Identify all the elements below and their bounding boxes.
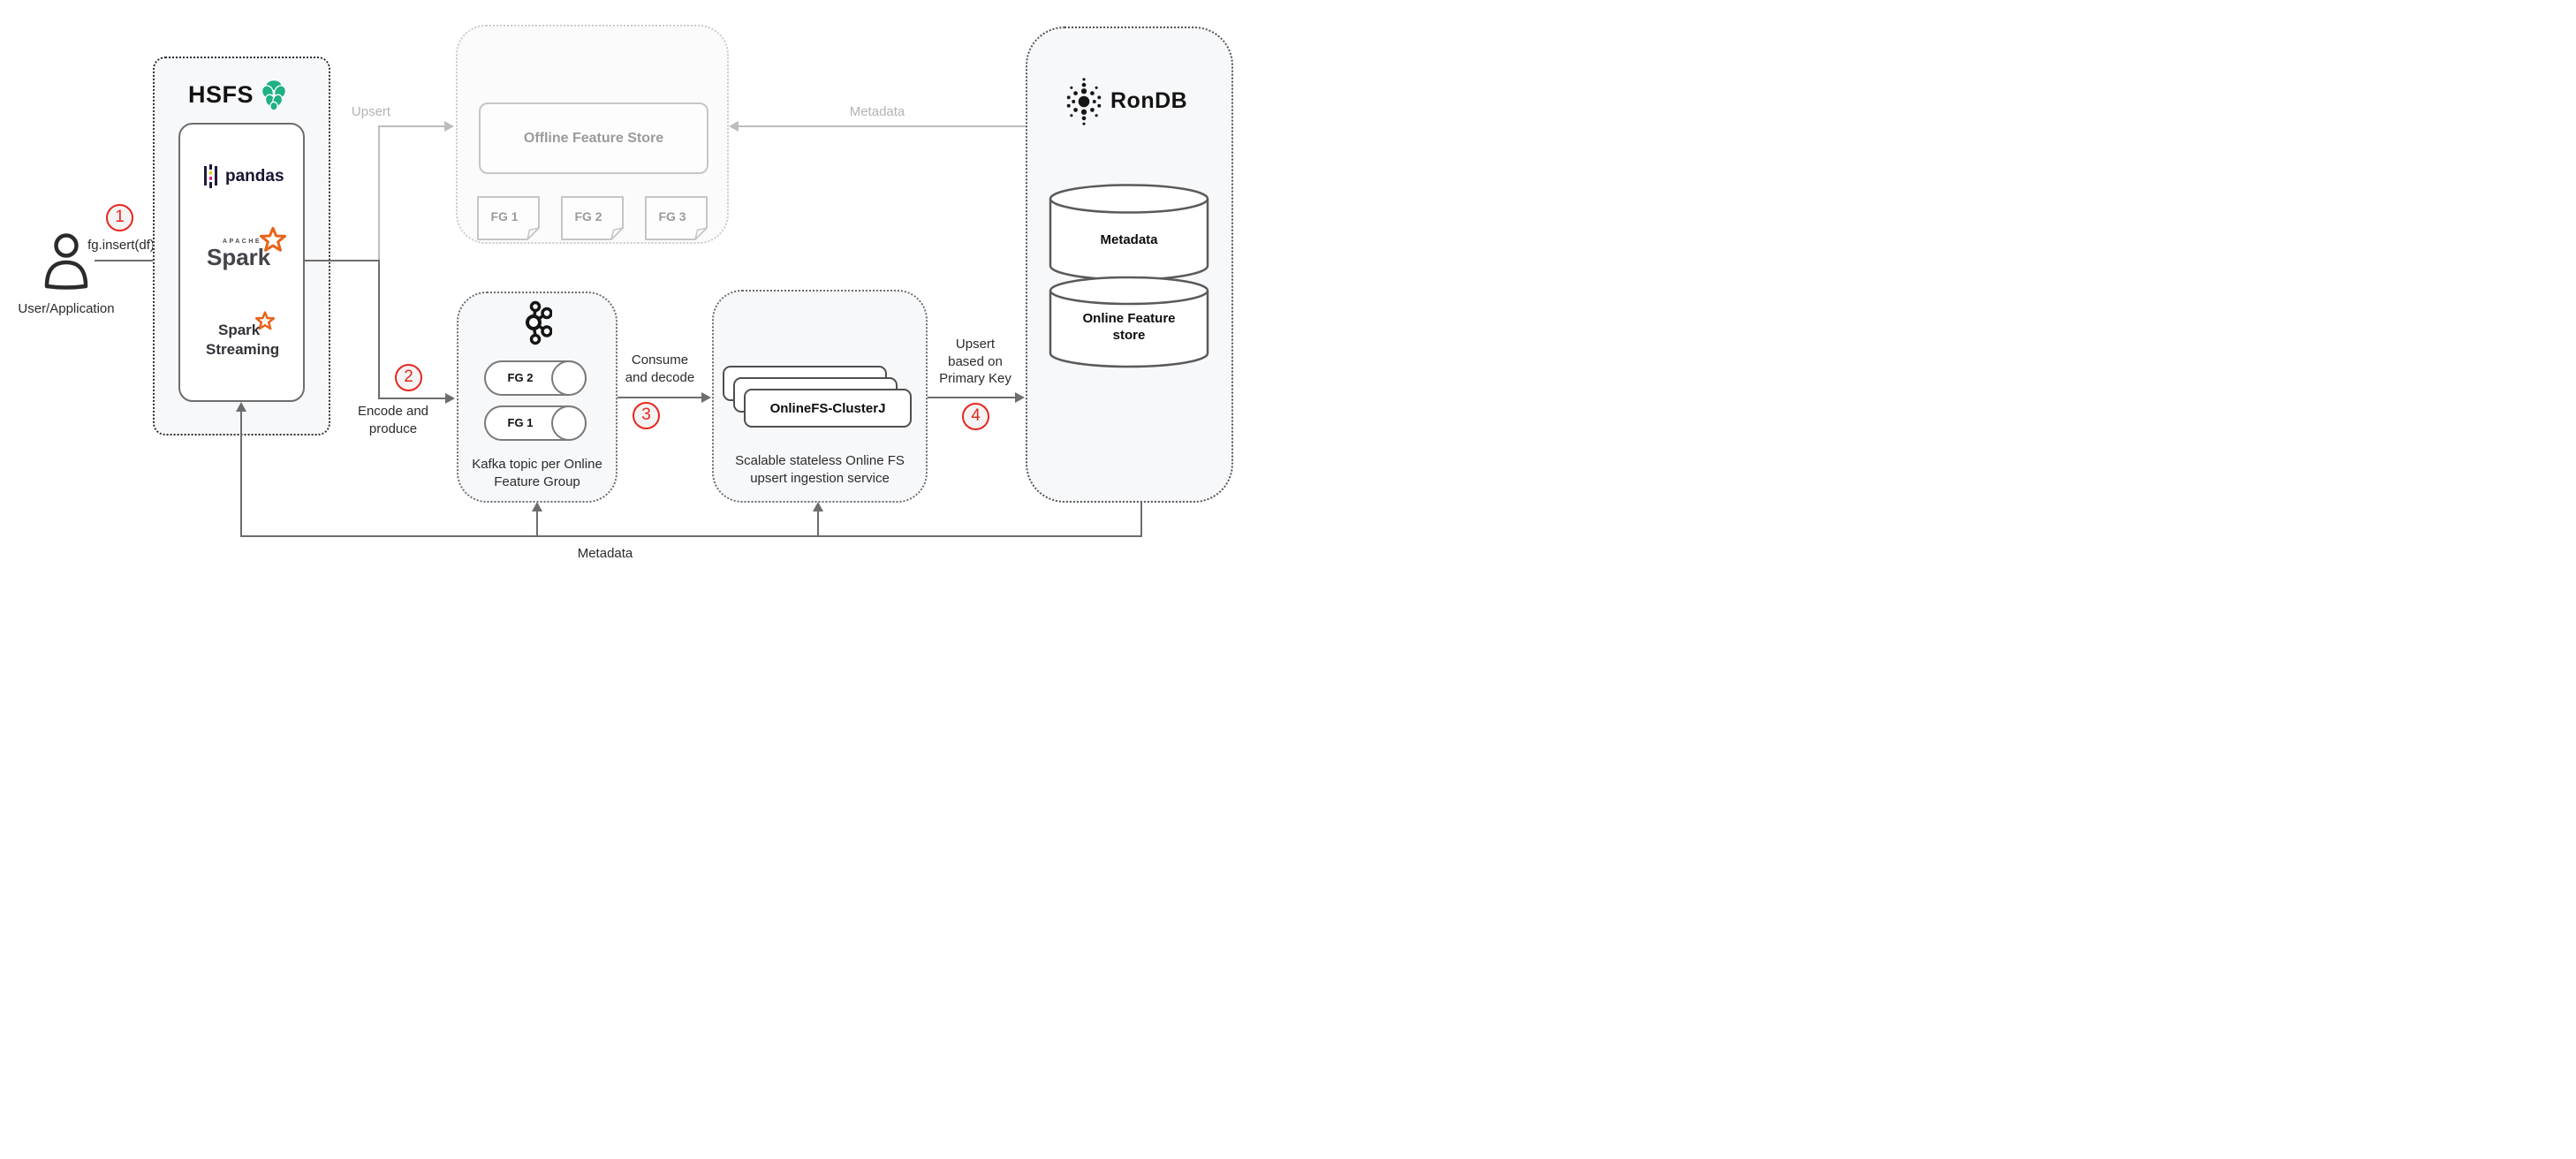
hsfs-header: HSFS <box>188 78 288 111</box>
step-4-badge: 4 <box>962 403 989 430</box>
rondb-onlinefs-label: Online Feature store <box>1082 311 1176 343</box>
rondb-logo-icon <box>1066 78 1102 125</box>
upsert-pk-label: Upsert based on Primary Key <box>939 337 1011 386</box>
arrowhead-upsert <box>444 121 454 132</box>
arrowhead-metadata-ingestion <box>813 502 823 511</box>
topic-end-circle <box>551 360 587 396</box>
upsert-label: Upsert <box>351 104 391 119</box>
spark-streaming-logo: Spark Streaming <box>206 311 284 369</box>
consume-decode-label: Consume and decode <box>625 352 695 385</box>
line-ingestion-to-rondb <box>928 397 1016 398</box>
onlinefs-card-label: OnlineFS-ClusterJ <box>769 400 886 416</box>
spark-streaming-label1: Spark <box>218 322 261 338</box>
topic-end-circle <box>551 405 587 441</box>
line-metadata-up-ingestion <box>817 511 819 537</box>
line-junction-down <box>378 260 380 399</box>
offline-feature-store-title: Offline Feature Store <box>523 130 664 146</box>
cylinder-icon <box>1049 276 1209 368</box>
kafka-topic-fg1: FG 1 <box>484 405 587 441</box>
spark-streaming-label2: Streaming <box>206 341 280 358</box>
rondb-onlinefs-cylinder: Online Feature store <box>1048 276 1210 369</box>
line-metadata-up-hsfs <box>240 411 242 537</box>
offline-fg3-label: FG 3 <box>658 209 686 223</box>
line-to-kafka <box>378 398 446 399</box>
hopsworks-logo-icon <box>261 79 287 111</box>
hsfs-title: HSFS <box>188 80 254 108</box>
kafka-topic-fg1-label: FG 1 <box>507 416 534 429</box>
pandas-mark-icon <box>204 164 217 188</box>
arrowhead-metadata-kafka <box>532 502 542 511</box>
fg-insert-label: fg.insert(df) <box>87 238 155 253</box>
rondb-metadata-cylinder: Metadata <box>1048 183 1210 282</box>
rondb-title: RonDB <box>1110 88 1188 113</box>
user-icon <box>44 233 88 290</box>
page-icon <box>645 196 708 240</box>
spark-label: Spark <box>207 244 271 270</box>
line-kafka-to-ingestion <box>617 397 702 398</box>
step-3-badge: 3 <box>633 402 660 429</box>
spark-apache-label: APACHE <box>223 239 262 245</box>
step-1-badge: 1 <box>106 204 133 231</box>
kafka-topic-fg2: FG 2 <box>484 360 587 396</box>
arrowhead-to-kafka <box>445 393 455 404</box>
user-label: User/Application <box>18 301 115 316</box>
kafka-icon <box>526 300 552 345</box>
line-upsert-right <box>378 125 445 127</box>
offline-fg2-card: FG 2 <box>561 196 624 240</box>
page-icon <box>561 196 624 240</box>
arrowhead-metadata-hsfs <box>236 402 246 412</box>
line-metadata-top <box>739 125 1026 127</box>
rondb-metadata-label: Metadata <box>1100 232 1158 247</box>
metadata-bottom-label: Metadata <box>577 546 633 561</box>
ingestion-caption: Scalable stateless Online FS upsert inge… <box>735 453 905 486</box>
offline-fg2-label: FG 2 <box>574 209 602 223</box>
line-metadata-up-kafka <box>536 511 538 537</box>
arrowhead-to-ingestion <box>701 392 711 403</box>
offline-fg1-label: FG 1 <box>490 209 519 223</box>
architecture-diagram: User/Application 1 fg.insert(df) HSFS <box>0 0 1288 580</box>
step-2-badge: 2 <box>395 364 422 391</box>
line-metadata-rondb-down <box>1140 503 1142 537</box>
offline-fg1-card: FG 1 <box>477 196 540 240</box>
line-hsfs-out <box>305 260 380 261</box>
encode-produce-label: Encode and produce <box>357 404 429 436</box>
arrowhead-to-rondb <box>1015 392 1025 403</box>
spark-logo: APACHE Spark <box>205 226 286 279</box>
offline-fg3-card: FG 3 <box>645 196 708 240</box>
arrowhead-metadata-top <box>729 121 739 132</box>
spark-streaming-star-icon <box>255 311 275 330</box>
pandas-label: pandas <box>225 166 284 186</box>
arrow-user-to-hsfs <box>95 260 171 261</box>
cylinder-icon <box>1049 184 1209 281</box>
kafka-topic-fg2-label: FG 2 <box>507 371 534 384</box>
hsfs-engines-box <box>178 123 305 402</box>
pandas-logo: pandas <box>204 164 284 188</box>
metadata-top-label: Metadata <box>849 104 905 119</box>
line-metadata-bottom <box>240 535 1142 537</box>
line-upsert-up <box>378 125 380 260</box>
onlinefs-card-front: OnlineFS-ClusterJ <box>744 389 912 428</box>
spark-star-icon <box>260 226 286 252</box>
kafka-caption: Kafka topic per Online Feature Group <box>472 457 602 489</box>
offline-feature-store-title-box: Offline Feature Store <box>479 102 708 174</box>
page-icon <box>477 196 540 240</box>
